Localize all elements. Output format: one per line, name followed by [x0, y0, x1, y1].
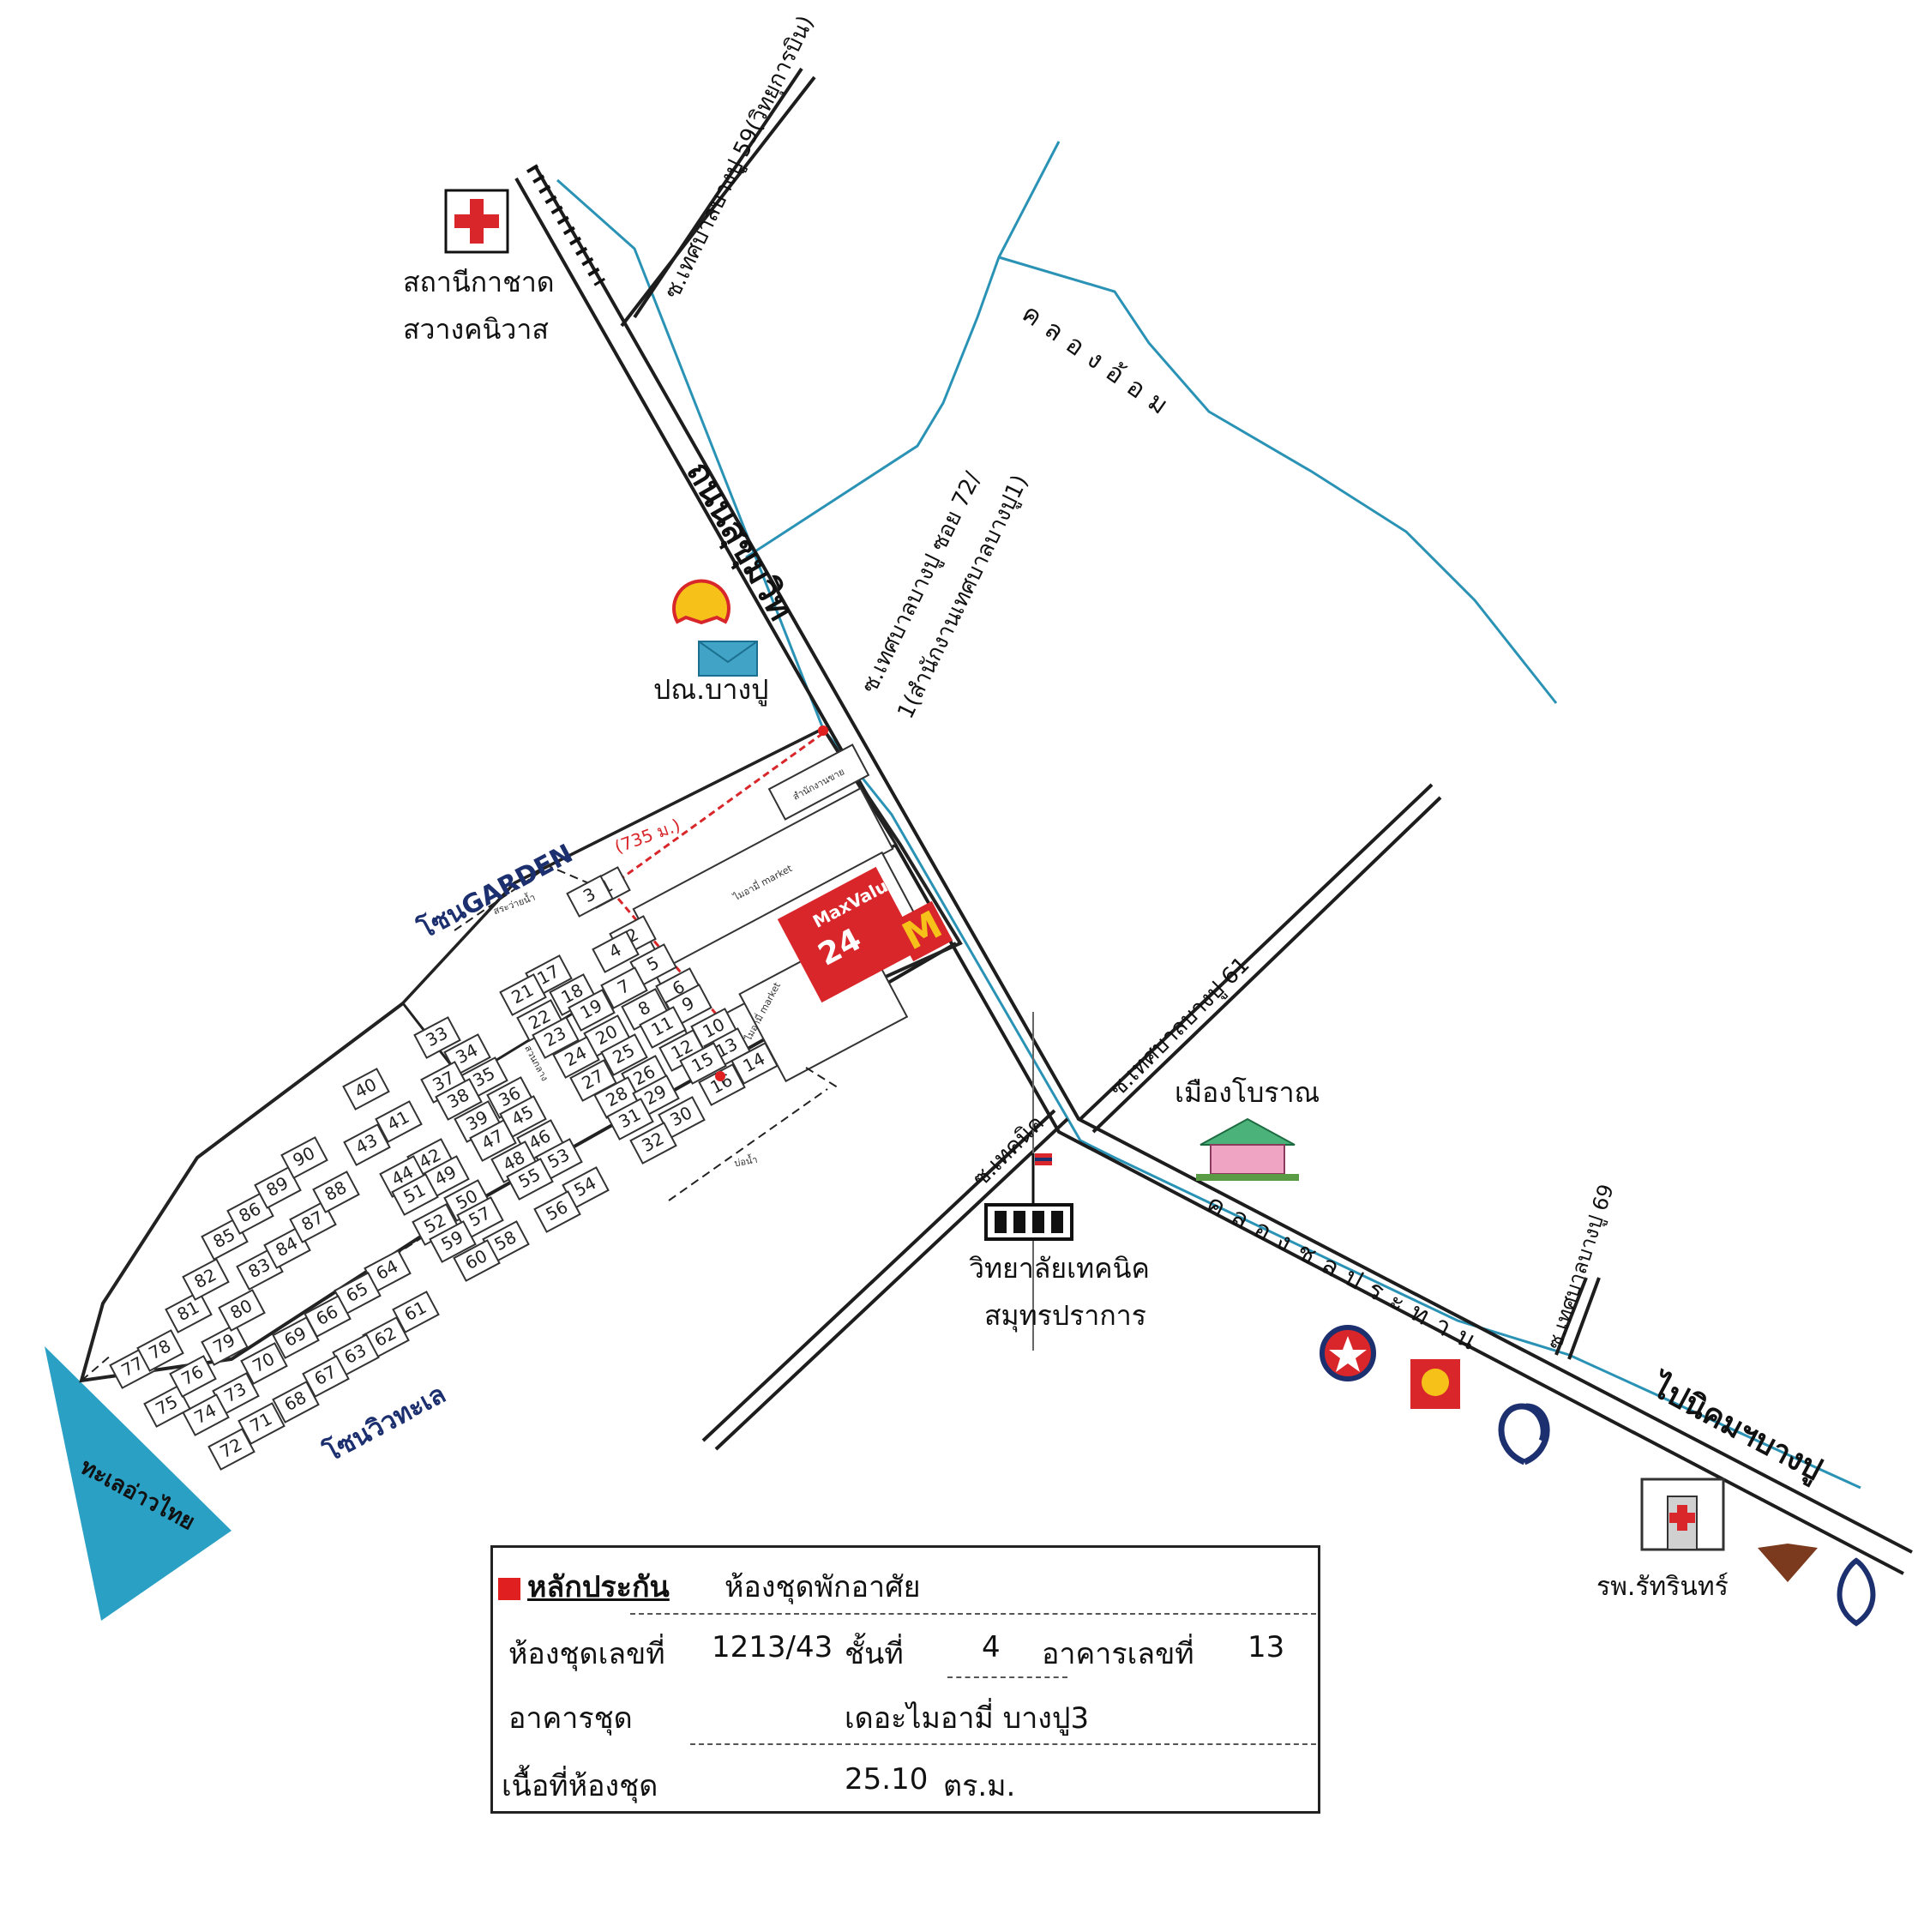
building-64: 64	[364, 1249, 412, 1292]
canals	[556, 141, 1861, 1490]
shell-station-icon	[672, 579, 731, 625]
scb-bank-icon	[1758, 1544, 1818, 1582]
building-41: 41	[375, 1100, 423, 1143]
collateral-info-box: หลักประกัน ห้องชุดพักอาศัย ห้องชุดเลขที่…	[490, 1545, 1320, 1814]
building-67: 67	[302, 1355, 350, 1398]
building-15: 15	[679, 1042, 727, 1085]
bangkok-bank-icon	[1498, 1403, 1550, 1466]
building-80: 80	[218, 1289, 266, 1332]
unit-no-value: 1213/43	[712, 1630, 833, 1664]
college-icon	[984, 1153, 1073, 1241]
bank-gov-icon	[1410, 1359, 1460, 1409]
building-30: 30	[658, 1096, 706, 1139]
building-19: 19	[568, 989, 616, 1032]
condo-name-label: อาคารชุด	[508, 1701, 633, 1736]
building-69: 69	[272, 1316, 320, 1359]
collateral-marker	[715, 1071, 725, 1081]
pond-label: บ่อน้ำ	[733, 1153, 758, 1170]
krungthai-bank-icon	[1837, 1557, 1876, 1627]
unit-area-unit: ตร.ม.	[943, 1769, 1016, 1803]
soi-technic-label: ซ.เทคนิค	[968, 1110, 1049, 1192]
building-76: 76	[169, 1355, 217, 1398]
building-82: 82	[182, 1258, 230, 1301]
red-cross-icon	[444, 189, 509, 254]
building-70: 70	[240, 1342, 288, 1385]
route-start-marker	[818, 725, 828, 736]
building-39: 39	[454, 1100, 502, 1143]
building-89: 89	[254, 1166, 302, 1209]
building-32: 32	[629, 1122, 677, 1165]
building-72: 72	[207, 1428, 256, 1471]
unit-area-label: เนื้อที่ห้องชุด	[502, 1769, 658, 1803]
building-87: 87	[289, 1201, 337, 1243]
building-56: 56	[533, 1190, 581, 1233]
condo-name-value: เดอะไมอามี่ บางปู3	[845, 1701, 1090, 1736]
building-27: 27	[569, 1059, 617, 1102]
collateral-color-square	[498, 1577, 520, 1600]
unit-area-value: 25.10	[845, 1762, 929, 1797]
building-85: 85	[201, 1218, 249, 1261]
building-28: 28	[593, 1076, 641, 1119]
building-86: 86	[226, 1192, 274, 1235]
ancient-city-label: เมืองโบราณ	[1175, 1076, 1320, 1109]
hospital-icon	[1640, 1478, 1725, 1551]
sea-area	[45, 1346, 231, 1621]
red-cross-label: สถานีกาชาด	[403, 266, 555, 298]
building-3: 3	[566, 875, 614, 918]
red-cross-label-2: สวางคนิวาส	[403, 313, 549, 346]
hospital-label: รพ.รัทรินทร์	[1596, 1572, 1729, 1602]
ancient-city-icon	[1196, 1117, 1299, 1181]
zone-sea-label: โซนวิวทะเล	[318, 1378, 451, 1469]
building-43: 43	[343, 1123, 391, 1166]
collateral-title: หลักประกัน	[498, 1563, 670, 1610]
college-label-2: สมุทรปราการ	[984, 1299, 1146, 1333]
canal-om-label: คลองอ้อม	[1016, 298, 1181, 427]
building-53: 53	[535, 1138, 583, 1181]
building-81: 81	[165, 1291, 213, 1333]
building-8: 8	[621, 988, 669, 1031]
building-51: 51	[391, 1173, 439, 1216]
college-label-1: วิทยาลัยเทคนิค	[969, 1252, 1150, 1285]
building-plots: 1234567891011121314151617181920212223242…	[109, 866, 779, 1471]
post-office-icon	[698, 641, 758, 677]
building-46: 46	[516, 1119, 564, 1162]
building-31: 31	[606, 1098, 654, 1141]
building-74: 74	[182, 1393, 230, 1436]
collateral-type: ห้องชุดพักอาศัย	[725, 1570, 921, 1604]
roads	[514, 67, 1913, 1575]
floor-value: 4	[982, 1630, 1001, 1664]
building-4: 4	[592, 930, 640, 973]
unit-no-label: ห้องชุดเลขที่	[508, 1637, 665, 1671]
caltex-icon	[1320, 1325, 1376, 1381]
post-office-label: ปณ.บางปู	[653, 673, 768, 707]
floor-label: ชั้นที่	[845, 1637, 904, 1671]
building-no-label: อาคารเลขที่	[1042, 1637, 1194, 1671]
building-no-value: 13	[1248, 1630, 1285, 1664]
building-40: 40	[342, 1068, 390, 1110]
building-7: 7	[600, 966, 648, 1009]
building-79: 79	[201, 1323, 249, 1366]
soi59-label: ซ.เทศบาลบางปู 59(วิทยุการบิน)	[659, 12, 819, 303]
building-14: 14	[731, 1042, 779, 1085]
